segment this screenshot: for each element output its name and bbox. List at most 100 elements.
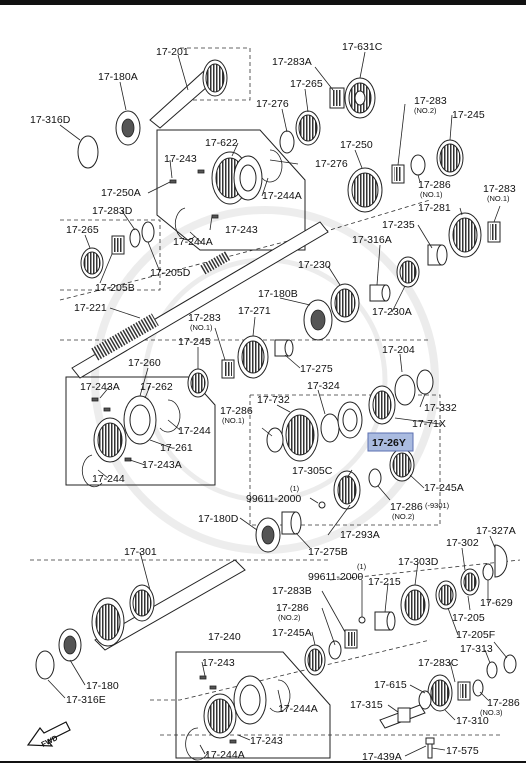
part-label: 17-230A (372, 306, 412, 318)
part-label: 17-243 (250, 735, 283, 747)
part-labels: 17-201 17-180A 17-316D 17-283A 17-631C 1… (30, 41, 520, 763)
ring-part (394, 374, 416, 406)
part-label: 17-275 (300, 363, 333, 375)
gear-part (435, 580, 457, 610)
highlighted-part-callout[interactable] (367, 432, 414, 452)
needle-bearing-part (487, 221, 501, 243)
quantity-note: (1) (290, 484, 300, 493)
part-label: 17-615 (374, 679, 407, 691)
spring-part (269, 679, 291, 713)
gear-part (295, 110, 321, 146)
part-label: 17-310 (456, 715, 489, 727)
part-label: 17-180D (198, 513, 239, 525)
part-label: 17-276 (315, 158, 348, 170)
part-label: 17-265 (290, 78, 323, 90)
part-label: 17-302 (446, 537, 479, 549)
part-label: 17-243A (142, 459, 182, 471)
part-label: 17-732 (257, 394, 290, 406)
ring-part (368, 468, 382, 488)
main-shaft-part (71, 221, 329, 379)
ring-part (503, 654, 517, 674)
bearing-part (115, 110, 141, 146)
snap-ring-part (35, 650, 55, 680)
spring-part (261, 149, 283, 183)
part-label: 17-244A (262, 190, 302, 202)
key-part (91, 397, 99, 402)
part-label-note: (-9301) (425, 501, 450, 510)
part-label: 17-71X (412, 418, 446, 430)
part-label-note: (NO.1) (420, 190, 443, 199)
gear-part (427, 674, 453, 712)
gear-part (333, 470, 361, 510)
bearing-part (427, 244, 448, 266)
collar-part (274, 339, 294, 357)
gear-part (304, 644, 326, 676)
part-label: 17-324 (307, 380, 340, 392)
part-label: 17-180B (258, 288, 298, 300)
key-part (209, 685, 217, 690)
forward-direction-arrow: FWD (26, 721, 71, 749)
ball-part (318, 501, 326, 509)
ring-part (320, 413, 340, 443)
part-label: 17-262 (140, 381, 173, 393)
part-label-note: (NO.1) (222, 416, 245, 425)
gear-part (344, 77, 376, 119)
needle-bearing-part (329, 87, 345, 109)
synchronizer-assembly-part (203, 675, 267, 739)
gear-part (237, 335, 269, 379)
part-label: 99611-2000 (246, 493, 301, 505)
part-label-note: (NO.2) (414, 106, 437, 115)
top-border-bar (0, 0, 526, 5)
part-label: 17-244A (278, 703, 318, 715)
part-label: 17-204 (382, 344, 415, 356)
part-label: 17-316D (30, 114, 71, 126)
needle-bearing-part (111, 235, 125, 255)
part-label: 17-283B (272, 585, 312, 597)
part-label: 17-243 (225, 224, 258, 236)
part-label: 17-439A (362, 751, 402, 763)
part-label-note: (NO.2) (392, 512, 415, 521)
key-part (169, 179, 177, 184)
part-label: 17-286 (390, 501, 423, 513)
part-label: 17-293A (340, 529, 380, 541)
part-label: 17-281 (418, 202, 451, 214)
part-label: 17-575 (446, 745, 479, 757)
part-label: 17-205D (150, 267, 191, 279)
part-label: 17-283C (418, 657, 459, 669)
part-label: 17-286 (220, 405, 253, 417)
part-label: 17-240 (208, 631, 241, 643)
needle-bearing-part (344, 629, 358, 649)
part-label: 17-286 (418, 179, 451, 191)
part-label: 17-283 (188, 312, 221, 324)
spring-part (185, 727, 209, 761)
key-part (211, 214, 219, 219)
part-label: 17-631C (342, 41, 383, 53)
key-part (199, 675, 207, 680)
gear-part (460, 568, 480, 596)
part-label: 17-250 (340, 139, 373, 151)
synchronizer-assembly-part (211, 151, 263, 205)
part-label: 17-260 (128, 357, 161, 369)
highlighted-part-label[interactable]: 17-26Y (372, 437, 406, 449)
gear-part (337, 401, 363, 439)
collar-part (369, 284, 391, 302)
synchronizer-box-upper (156, 129, 306, 251)
ring-part (486, 661, 498, 679)
part-label: 17-283A (272, 56, 312, 68)
part-label: 17-243A (80, 381, 120, 393)
part-label: 17-245A (272, 627, 312, 639)
leader-lines (47, 51, 508, 757)
part-label: 17-332 (424, 402, 457, 414)
key-part (103, 407, 111, 412)
quantity-note: (1) (357, 562, 367, 571)
gear-part (187, 368, 209, 398)
needle-bearing-part (457, 681, 471, 701)
ring-part (482, 563, 494, 581)
part-label: 17-261 (160, 442, 193, 454)
synchronizer-hub-part (281, 408, 319, 462)
part-label: 17-235 (382, 219, 415, 231)
needle-bearing-part (391, 164, 405, 184)
bearing-part (255, 517, 281, 553)
needle-bearing-part (221, 359, 235, 379)
snap-ring-part (77, 135, 99, 169)
